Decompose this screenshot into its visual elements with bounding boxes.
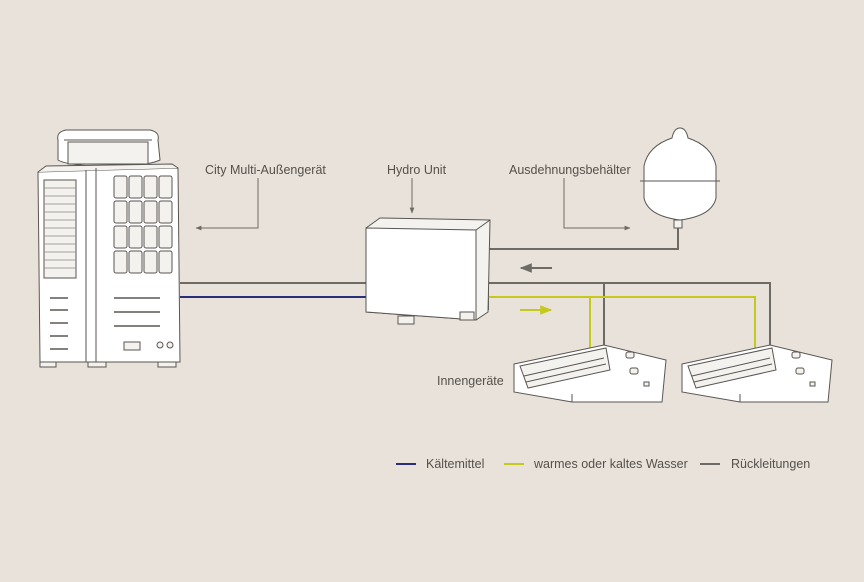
indoor-units-label: Innengeräte: [437, 374, 504, 388]
legend-label-water: warmes oder kaltes Wasser: [533, 457, 688, 471]
return-pipe-indoor: [488, 282, 771, 348]
expansion-tank-leader: [563, 178, 631, 231]
water-pipe: [488, 296, 756, 348]
indoor-unit-2: [681, 344, 833, 403]
leader-lines: [195, 178, 631, 231]
indoor-unit-1: [513, 344, 667, 403]
outdoor-unit-leader: [195, 178, 259, 231]
hydro-unit: [365, 217, 491, 325]
outdoor-unit-label: City Multi-Außengerät: [205, 163, 326, 177]
flow-arrows: [519, 263, 553, 315]
legend: Kältemittel warmes oder kaltes Wasser Rü…: [396, 457, 810, 471]
return-pipe-tank: [488, 222, 679, 250]
legend-label-refrigerant: Kältemittel: [426, 457, 484, 471]
outdoor-unit: [37, 129, 181, 368]
legend-label-return: Rückleitungen: [731, 457, 810, 471]
expansion-tank: [640, 127, 720, 229]
expansion-tank-label: Ausdehnungsbehälter: [509, 163, 631, 177]
hydro-unit-label: Hydro Unit: [387, 163, 447, 177]
